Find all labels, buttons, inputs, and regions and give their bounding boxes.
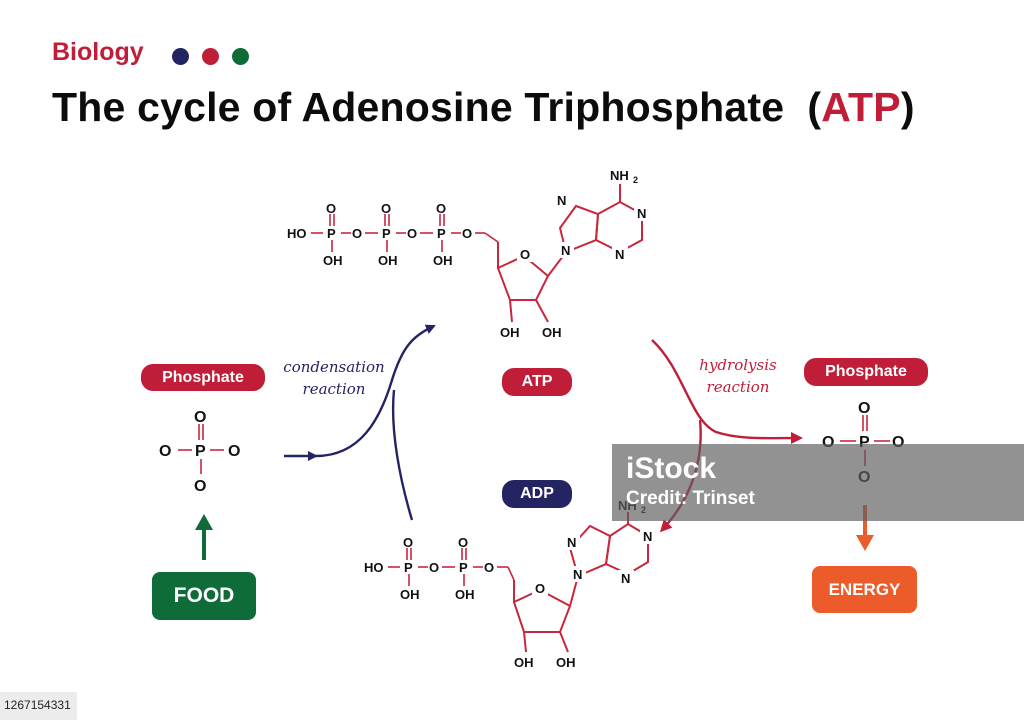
adp-return-curve bbox=[391, 389, 414, 521]
atom-n: N bbox=[637, 206, 646, 221]
atom-p: P bbox=[459, 560, 468, 575]
atom-p: P bbox=[327, 226, 336, 241]
atom-ho: HO bbox=[364, 560, 384, 575]
atom-o: O bbox=[436, 201, 446, 216]
atom-oh: OH bbox=[433, 253, 453, 268]
atom-oh: OH bbox=[500, 325, 520, 340]
atp-chain-bonds bbox=[311, 214, 499, 252]
hydrolysis-line1: hydrolysis bbox=[699, 356, 777, 374]
title-main: The cycle of Adenosine Triphosphate bbox=[52, 84, 785, 130]
atom-oh: OH bbox=[400, 587, 420, 602]
atom-p: P bbox=[195, 443, 206, 460]
atom-p: P bbox=[859, 434, 870, 451]
atom-n: N bbox=[615, 247, 624, 262]
subject-label: Biology bbox=[52, 38, 144, 66]
atp-pill: ATP bbox=[502, 368, 572, 396]
atom-n: N bbox=[573, 567, 582, 582]
atom-o: O bbox=[326, 201, 336, 216]
title-paren-open: ( bbox=[807, 84, 822, 130]
atom-o: O bbox=[407, 226, 417, 241]
atom-n: N bbox=[643, 529, 652, 544]
atom-oh: OH bbox=[323, 253, 343, 268]
dot-navy bbox=[172, 48, 189, 65]
hydrolysis-line2: reaction bbox=[706, 378, 770, 396]
atom-ho: HO bbox=[287, 226, 307, 241]
dot-green bbox=[232, 48, 249, 65]
atom-p: P bbox=[382, 226, 391, 241]
title-abbrev: ATP bbox=[821, 84, 901, 130]
atom-o: O bbox=[535, 581, 545, 596]
atom-p: P bbox=[404, 560, 413, 575]
hydrolysis-arrow bbox=[651, 339, 803, 445]
atom-o: O bbox=[403, 535, 413, 550]
atom-oh: OH bbox=[378, 253, 398, 268]
atom-oh: OH bbox=[455, 587, 475, 602]
food-box: FOOD bbox=[152, 572, 256, 620]
atom-o: O bbox=[484, 560, 494, 575]
stock-id: 1267154331 bbox=[0, 692, 77, 720]
energy-arrow-head bbox=[856, 535, 874, 551]
condensation-label: condensation reaction bbox=[278, 356, 390, 400]
title-paren-close: ) bbox=[900, 84, 915, 130]
atom-subscript: 2 bbox=[633, 175, 638, 185]
phosphate-left-structure: O O P O O bbox=[159, 409, 240, 495]
atom-o: O bbox=[462, 226, 472, 241]
energy-box: ENERGY bbox=[812, 566, 917, 613]
watermark-credit: Credit: Trinset bbox=[626, 488, 755, 509]
atom-n: N bbox=[561, 243, 570, 258]
hydrolysis-label: hydrolysis reaction bbox=[688, 354, 788, 398]
atom-p: P bbox=[437, 226, 446, 241]
watermark-logo: iStock bbox=[626, 452, 717, 485]
atom-o: O bbox=[458, 535, 468, 550]
atom-o: O bbox=[858, 400, 870, 417]
dot-red bbox=[202, 48, 219, 65]
atom-oh: OH bbox=[542, 325, 562, 340]
condensation-line1: condensation bbox=[283, 358, 385, 376]
condensation-arrow bbox=[315, 324, 436, 458]
atom-n: N bbox=[567, 535, 576, 550]
atom-oh: OH bbox=[556, 655, 576, 670]
atom-oh: OH bbox=[514, 655, 534, 670]
phosphate-left-pill: Phosphate bbox=[141, 364, 265, 391]
atp-molecule: HO O P OH O O P OH O O P OH O O OH OH N … bbox=[287, 168, 650, 340]
condensation-line2: reaction bbox=[302, 380, 366, 398]
atom-n: N bbox=[621, 571, 630, 586]
adp-pill: ADP bbox=[502, 480, 572, 508]
atom-o: O bbox=[228, 443, 240, 460]
atom-o: O bbox=[352, 226, 362, 241]
color-dots bbox=[172, 48, 249, 65]
atom-o: O bbox=[159, 443, 171, 460]
atom-o: O bbox=[194, 478, 206, 495]
atom-n: N bbox=[557, 193, 566, 208]
atom-o: O bbox=[194, 409, 206, 426]
atom-o: O bbox=[381, 201, 391, 216]
atom-nh: NH bbox=[610, 168, 629, 183]
atom-o: O bbox=[520, 247, 530, 262]
watermark-band bbox=[612, 444, 1024, 521]
atom-o: O bbox=[429, 560, 439, 575]
food-arrow-head bbox=[195, 514, 213, 530]
page-title: The cycle of Adenosine Triphosphate (ATP… bbox=[52, 84, 915, 131]
phosphate-right-pill: Phosphate bbox=[804, 358, 928, 386]
adp-molecule: HO O P OH O O P OH O O OH OH N N N N NH … bbox=[364, 498, 656, 670]
adp-chain-bonds bbox=[388, 548, 515, 586]
phosphate-left-bonds bbox=[178, 424, 224, 474]
